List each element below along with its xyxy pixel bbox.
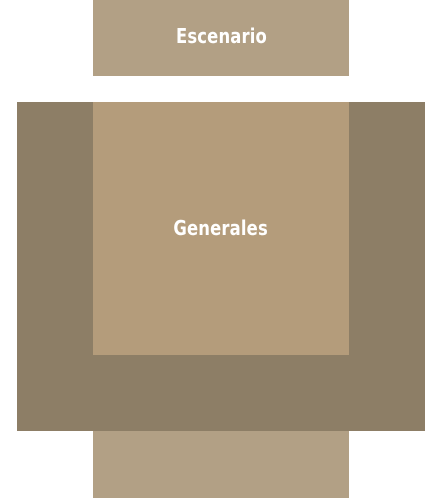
general-inner-section: Generales — [93, 102, 349, 355]
general-label: Generales — [173, 215, 269, 240]
stage-block: Escenario — [93, 0, 349, 76]
bottom-section — [93, 431, 349, 498]
stage-label: Escenario — [175, 24, 267, 48]
